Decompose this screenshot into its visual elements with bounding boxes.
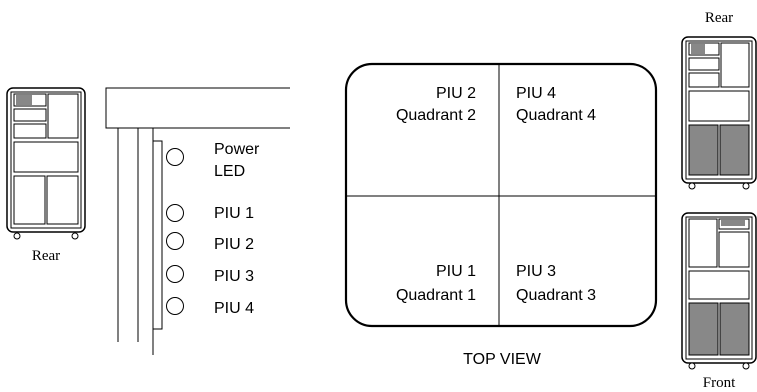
piu-1-label: PIU 1 xyxy=(214,205,254,222)
top-view-title: TOP VIEW xyxy=(463,351,542,368)
piu-4-led xyxy=(166,297,184,315)
piu-3-led xyxy=(166,265,184,283)
piu-2-led xyxy=(166,232,184,250)
right-front-caption: Front xyxy=(703,375,736,391)
quadrant-2-piu: PIU 2 xyxy=(436,85,476,102)
power-led xyxy=(166,148,184,166)
left-cabinet-caption: Rear xyxy=(32,248,60,264)
left-rear-cabinet xyxy=(6,87,86,240)
power-led-label-line1: Power xyxy=(214,141,260,158)
piu-2-label: PIU 2 xyxy=(214,236,254,253)
led-panel-structure xyxy=(105,87,290,355)
right-front-cabinet xyxy=(681,212,757,370)
right-rear-cabinet xyxy=(681,36,757,190)
quadrant-1-piu: PIU 1 xyxy=(436,263,476,280)
quadrant-3-piu: PIU 3 xyxy=(516,263,556,280)
quadrant-4-piu: PIU 4 xyxy=(516,85,556,102)
piu-4-label: PIU 4 xyxy=(214,300,254,317)
right-rear-caption: Rear xyxy=(705,10,733,26)
quadrant-4-label: Quadrant 4 xyxy=(516,107,596,124)
piu-1-led xyxy=(166,204,184,222)
quadrant-1-label: Quadrant 1 xyxy=(396,287,476,304)
power-led-label-line2: LED xyxy=(214,163,245,180)
quadrant-2-label: Quadrant 2 xyxy=(396,107,476,124)
quadrant-3-label: Quadrant 3 xyxy=(516,287,596,304)
piu-3-label: PIU 3 xyxy=(214,268,254,285)
top-view-box xyxy=(344,62,658,328)
